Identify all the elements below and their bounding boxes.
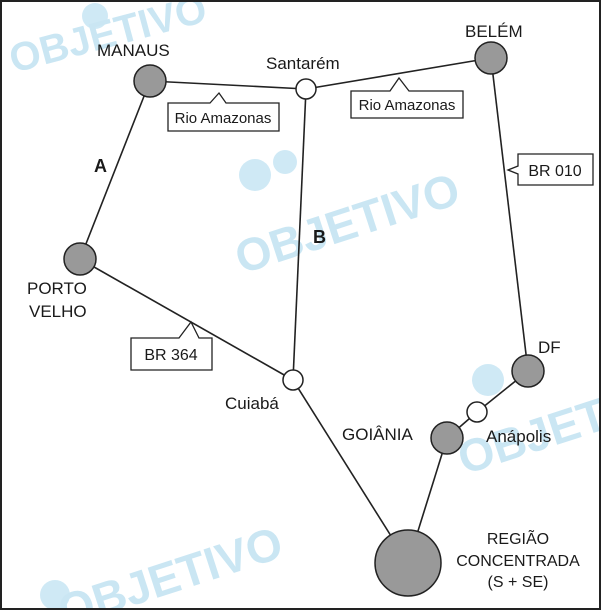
edge-santarem-cuiaba (292, 88, 307, 381)
label-belem: BELÉM (465, 22, 523, 41)
label-df: DF (538, 338, 561, 357)
node-porto-velho (63, 242, 97, 276)
label-regiao-line1: REGIÃO (487, 528, 549, 548)
node-santarem (295, 78, 317, 100)
node-df (511, 354, 545, 388)
callout-rio-amazonas-1: Rio Amazonas (167, 91, 280, 132)
label-goiania: GOIÂNIA (342, 425, 414, 444)
connections (79, 57, 529, 564)
watermark-bottom-left: OBJETIVO (40, 516, 289, 610)
edge-belem-df (490, 57, 529, 372)
node-belem (474, 41, 508, 75)
callout-text: BR 364 (144, 347, 197, 364)
edge-cuiaba-regiao (292, 379, 409, 564)
nodes (63, 41, 545, 597)
label-regiao-line3: (S + SE) (488, 574, 549, 591)
label-regiao-line2: CONCENTRADA (456, 553, 580, 570)
node-anapolis (466, 401, 488, 423)
callout-br364: BR 364 (130, 320, 213, 371)
edge-portovelho-cuiaba (79, 258, 294, 381)
node-manaus (133, 64, 167, 98)
city-labels: MANAUS Santarém BELÉM PORTO VELHO Cuiabá… (27, 22, 580, 591)
label-cuiaba: Cuiabá (225, 394, 279, 413)
watermark-text: OBJETIVO (52, 516, 289, 610)
node-regiao-concentrada (374, 529, 442, 597)
edge-manaus-santarem (149, 80, 307, 90)
label-porto-velho-line1: PORTO (27, 279, 87, 298)
label-manaus: MANAUS (97, 41, 170, 60)
callout-text: Rio Amazonas (359, 97, 456, 114)
callout-text: BR 010 (528, 163, 581, 180)
callout-br010: BR 010 (506, 153, 594, 186)
label-santarem: Santarém (266, 54, 340, 73)
edge-santarem-belem (305, 57, 492, 90)
watermark-center: OBJETIVO (229, 150, 466, 284)
route-letter-a: A (94, 156, 107, 176)
node-cuiaba (282, 369, 304, 391)
callout-text: Rio Amazonas (175, 110, 272, 127)
callout-rio-amazonas-2: Rio Amazonas (350, 76, 464, 119)
route-letter-b: B (313, 227, 326, 247)
node-goiania (430, 421, 464, 455)
label-anapolis: Anápolis (486, 427, 551, 446)
route-letters: A B (94, 156, 326, 247)
edge-manaus-portovelho (79, 80, 151, 260)
label-porto-velho-line2: VELHO (29, 302, 87, 321)
